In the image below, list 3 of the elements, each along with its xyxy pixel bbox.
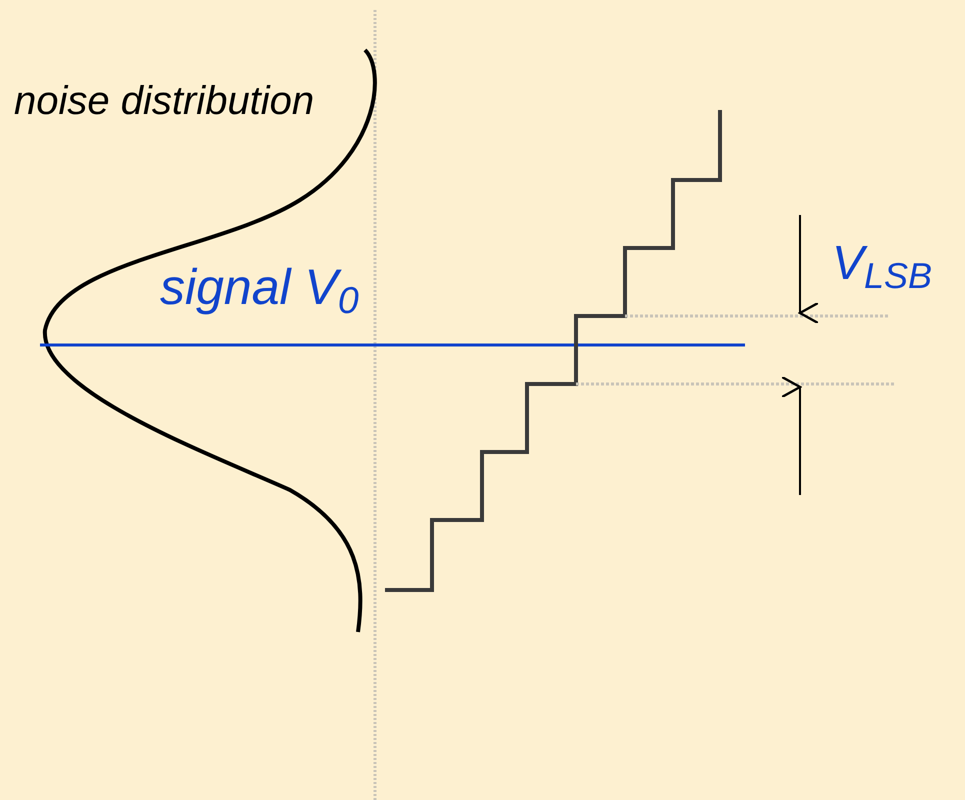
distribution-label: noise distribution	[14, 78, 316, 124]
signal-label: signal V$_{0}$	[160, 262, 359, 312]
lsb-label: V$_{LSB}$	[832, 240, 932, 288]
